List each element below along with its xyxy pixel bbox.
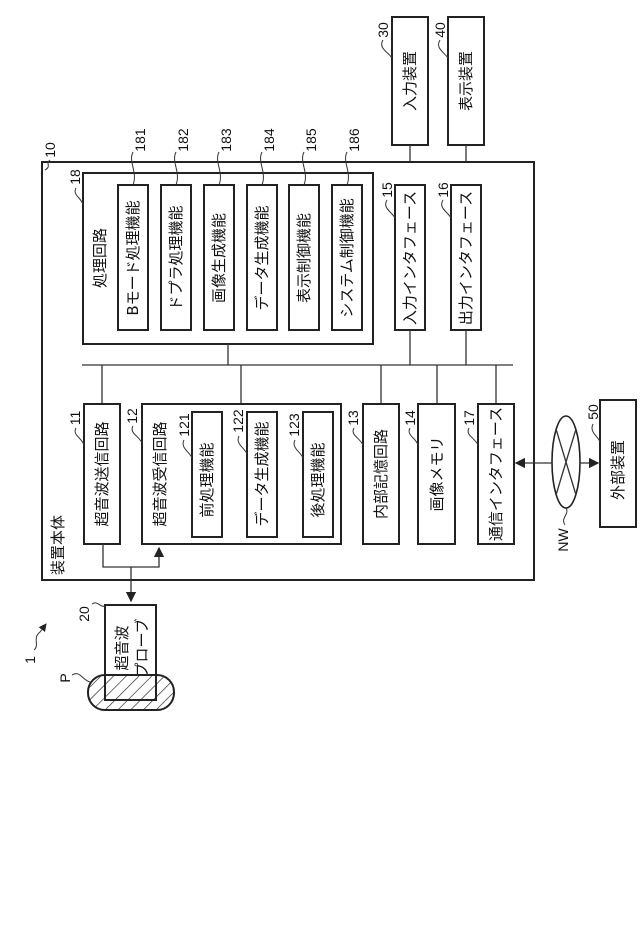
rx-circuit-label: 超音波受信回路 [151,421,169,526]
function-label: 前処理機能 [198,442,216,517]
input-interface-label: 入力インタフェース [401,191,419,325]
patient-ref: P [57,673,73,682]
probe-label-line1: 超音波 [113,625,131,670]
network-node [552,416,580,508]
input-device-label: 入力装置 [401,51,419,111]
probe-label-line2: プローブ [133,618,151,677]
function-ref: 182 [175,128,191,152]
function-label: データ生成機能 [253,205,271,310]
processing-circuit-label: 処理回路 [91,228,109,288]
function-label: データ生成機能 [253,421,271,526]
function-182: ドプラ処理機能 182 [161,128,191,330]
display-device-ref: 40 [432,22,448,38]
function-ref: 183 [218,128,234,152]
leader [382,40,392,58]
output-interface-ref: 16 [435,182,451,198]
comm-interface-ref: 17 [461,410,477,426]
function-185: 表示制御機能 185 [289,128,319,330]
function-ref: 123 [286,413,302,437]
internal-memory-ref: 13 [345,410,361,426]
external-device-ref: 50 [585,404,601,420]
function-label: Bモード処理機能 [124,200,142,315]
function-ref: 121 [176,413,192,437]
function-ref: 185 [303,128,319,152]
function-label: 後処理機能 [309,442,327,517]
input-device-ref: 30 [375,22,391,38]
display-device-label: 表示装置 [457,51,475,111]
function-183: 画像生成機能 183 [204,128,234,330]
patient-shape [88,675,174,710]
external-device-label: 外部装置 [609,440,627,500]
image-memory-ref: 14 [402,410,418,426]
function-ref: 184 [261,128,277,152]
network-ref: NW [555,528,571,552]
function-label: システム制御機能 [338,198,356,318]
input-interface-ref: 15 [379,182,395,198]
figure-ref: 1 [22,656,38,664]
function-ref: 122 [230,409,246,433]
function-186: システム制御機能 186 [332,128,362,330]
function-ref: 186 [346,128,362,152]
processing-circuit-ref: 18 [67,169,83,185]
tx-circuit-label: 超音波送信回路 [93,421,111,526]
comm-interface-label: 通信インタフェース [487,407,505,541]
tx-circuit-ref: 11 [67,411,83,426]
output-interface-label: 出力インタフェース [457,191,475,325]
probe-ref: 20 [76,606,92,622]
function-label: 表示制御機能 [295,213,313,303]
apparatus-ref: 10 [42,142,58,158]
apparatus-label: 装置本体 [49,515,67,575]
function-181: Bモード処理機能 181 [118,128,148,330]
function-184: データ生成機能 184 [247,128,277,330]
leader [439,40,448,58]
function-ref: 181 [132,128,148,152]
internal-memory-label: 内部記憶回路 [372,429,390,519]
figure-ref-arrow [34,624,46,650]
rx-circuit-ref: 12 [124,408,140,424]
function-label: 画像生成機能 [210,213,228,303]
image-memory-label: 画像メモリ [428,436,446,511]
function-label: ドプラ処理機能 [167,205,185,310]
rx-functions: 前処理機能 121 データ生成機能 122 後処理機能 123 [176,409,333,537]
